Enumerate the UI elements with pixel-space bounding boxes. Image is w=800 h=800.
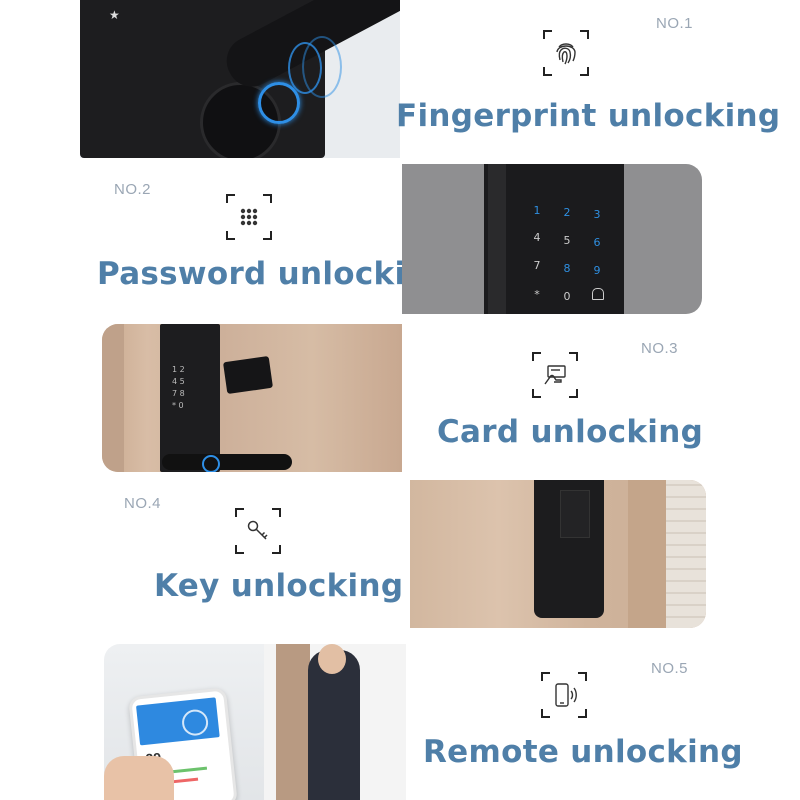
keypad-key-3: 3 (593, 208, 601, 221)
keypad-key-0: 0 (563, 290, 571, 303)
keypad-key-4: 4 (533, 231, 541, 244)
section-1-title: Fingerprint unlocking (396, 98, 781, 134)
phone-signal-icon (541, 672, 587, 718)
section-5-title: Remote unlocking (423, 734, 743, 770)
fingerprint-lock-photo: ★ (80, 0, 400, 158)
fingerprint-icon (543, 30, 589, 76)
section-1-number: NO.1 (656, 15, 694, 32)
keypad-key-9: 9 (593, 264, 601, 277)
card-hand-icon (532, 352, 578, 398)
keypad-key-6: 6 (593, 236, 601, 249)
section-3-number: NO.3 (641, 340, 679, 357)
section-3-title: Card unlocking (437, 414, 704, 450)
keypad-key-1: 1 (533, 204, 541, 217)
keypad-key-5: 5 (563, 234, 571, 247)
section-4-number: NO.4 (124, 495, 162, 512)
key-icon (235, 508, 281, 554)
bell-icon (592, 288, 604, 300)
keypad-key-2: 2 (563, 206, 571, 219)
section-2-title: Password unlocking (97, 256, 451, 292)
section-4-title: Key unlocking (154, 568, 404, 604)
section-5-number: NO.5 (651, 660, 689, 677)
remote-app-photo: 29 (104, 644, 406, 800)
section-2-number: NO.2 (114, 181, 152, 198)
keypad-lock-photo: 1 2 3 4 5 6 7 8 9 * 0 (402, 164, 702, 314)
keypad-key-7: 7 (533, 259, 541, 272)
keypad-key-star: * (534, 288, 540, 301)
key-lock-photo (410, 480, 706, 628)
keypad-key-8: 8 (563, 262, 571, 275)
keypad-icon (226, 194, 272, 240)
